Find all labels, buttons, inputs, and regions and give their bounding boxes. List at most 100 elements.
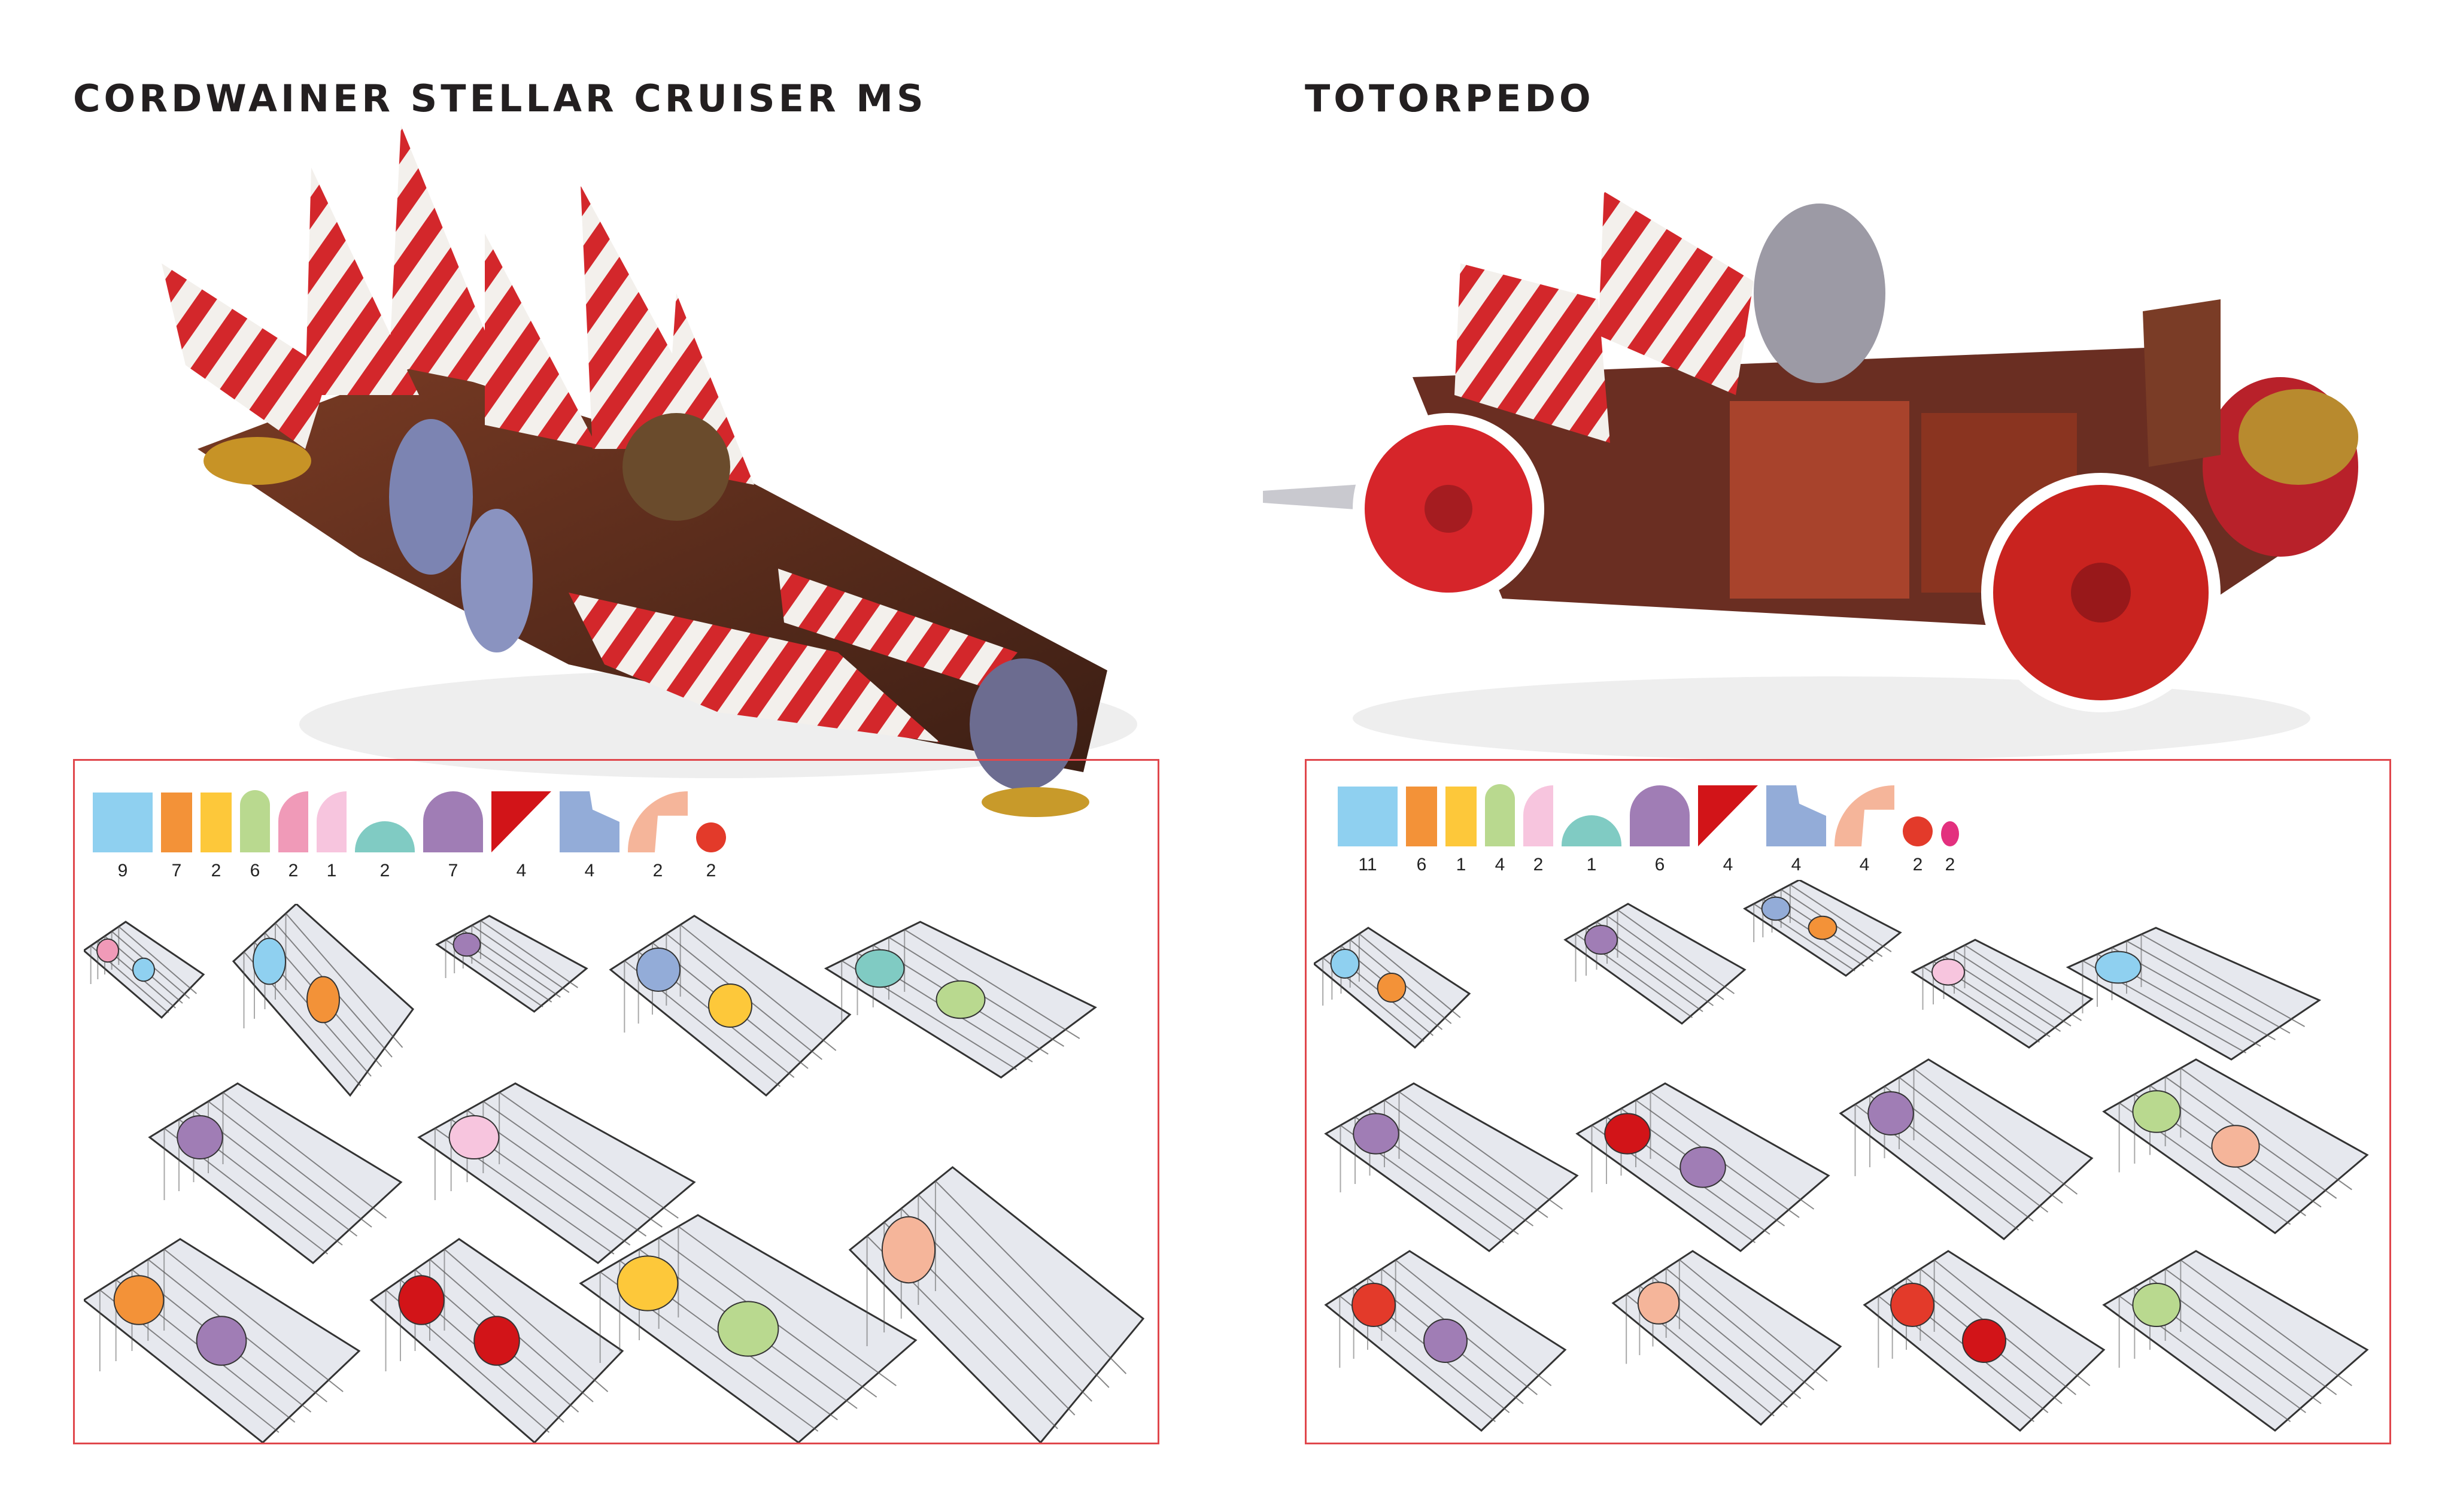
assembly-step-illustration: [84, 1238, 361, 1443]
assembly-step-illustration: [1863, 1250, 2106, 1432]
assembly-step-illustration: [848, 1166, 1145, 1443]
part-count: 7: [448, 861, 458, 881]
assembly-step-illustration: [148, 1082, 403, 1264]
part-count: 4: [584, 861, 595, 881]
part-count: 2: [1912, 855, 1923, 875]
part-count: 4: [516, 861, 527, 881]
model-title-totorpedo: TOTORPEDO: [1305, 77, 1595, 120]
assembly-step-illustration: [1839, 1058, 2094, 1240]
triangle-piece-icon: [1698, 785, 1758, 846]
dome-piece-icon: [1562, 815, 1621, 846]
part-notch: 4: [560, 791, 619, 881]
rect-piece-icon: [201, 793, 232, 852]
part-wide-rect: 9: [93, 793, 153, 881]
arch-piece-icon: [423, 791, 483, 852]
small-oval-piece-icon: [1941, 821, 1959, 846]
part-tall-arch: 4: [1485, 784, 1515, 875]
assembly-step-illustration: [1324, 1082, 1579, 1252]
totorpedo-instructions-panel: [1305, 759, 2391, 1444]
part-curve: 4: [1835, 785, 1894, 875]
part-oval: 2: [1903, 816, 1933, 875]
quarter-piece-icon: [317, 791, 347, 852]
arch-piece-icon: [1630, 785, 1690, 846]
wide-rect-piece-icon: [93, 793, 153, 852]
part-count: 4: [1791, 855, 1802, 875]
curve-piece-icon: [628, 791, 688, 852]
oval-piece-icon: [696, 822, 726, 852]
part-arch: 7: [423, 791, 483, 881]
assembly-step-illustration: [369, 1238, 624, 1443]
oval-piece-icon: [1903, 816, 1933, 846]
part-oval: 2: [696, 822, 726, 881]
triangle-piece-icon: [491, 791, 551, 852]
cruiser-instructions-panel: [73, 759, 1159, 1444]
assembly-step-illustration: [1743, 880, 1902, 977]
assembly-step-illustration: [1611, 1250, 1842, 1426]
totorpedo-assembly-steps: [1314, 880, 2369, 1432]
assembly-step-illustration: [2102, 1058, 2369, 1234]
notch-piece-icon: [1766, 785, 1826, 846]
part-count: 2: [1945, 855, 1955, 875]
wide-rect-piece-icon: [1338, 787, 1398, 846]
assembly-step-illustration: [1324, 1250, 1567, 1432]
part-wide-rect: 11: [1338, 787, 1398, 875]
totorpedo-model-photo: [1263, 192, 2358, 760]
assembly-step-illustration: [2066, 927, 2322, 1061]
part-count: 4: [1723, 855, 1733, 875]
part-count: 6: [1654, 855, 1665, 875]
part-rect: 2: [201, 793, 232, 881]
rect-piece-icon: [1406, 787, 1437, 846]
part-count: 4: [1495, 855, 1505, 875]
quarter-piece-icon: [278, 791, 308, 852]
part-count: 1: [1456, 855, 1466, 875]
dome-piece-icon: [355, 821, 415, 852]
curve-piece-icon: [1835, 785, 1894, 846]
assembly-step-illustration: [417, 1082, 696, 1264]
part-count: 1: [326, 861, 337, 881]
part-quarter: 1: [317, 791, 347, 881]
assembly-step-illustration: [579, 1214, 918, 1443]
rect-piece-icon: [1445, 787, 1477, 846]
part-quarter: 2: [1523, 785, 1553, 875]
assembly-step-illustration: [1314, 927, 1471, 1049]
part-triangle: 4: [1698, 785, 1758, 875]
part-count: 6: [1416, 855, 1427, 875]
model-title-cordwainer: CORDWAINER STELLAR CRUISER MS: [73, 77, 927, 120]
assembly-step-illustration: [2102, 1250, 2369, 1432]
notch-piece-icon: [560, 791, 619, 852]
assembly-step-illustration: [232, 904, 415, 1097]
part-count: 2: [652, 861, 663, 881]
part-rect: 6: [1406, 787, 1437, 875]
part-arch: 6: [1630, 785, 1690, 875]
part-count: 2: [211, 861, 221, 881]
assembly-step-illustration: [1911, 939, 2094, 1049]
part-count: 7: [171, 861, 182, 881]
tall-arch-piece-icon: [240, 790, 270, 852]
part-count: 9: [117, 861, 128, 881]
assembly-step-illustration: [84, 921, 205, 1019]
part-triangle: 4: [491, 791, 551, 881]
part-count: 1: [1586, 855, 1597, 875]
part-count: 2: [706, 861, 716, 881]
part-rect: 7: [161, 793, 192, 881]
part-quarter: 2: [278, 791, 308, 881]
part-count: 11: [1358, 855, 1377, 875]
part-dome: 2: [355, 821, 415, 881]
part-tall-arch: 6: [240, 790, 270, 881]
part-small-oval: 2: [1941, 821, 1959, 875]
part-notch: 4: [1766, 785, 1826, 875]
assembly-step-illustration: [1575, 1082, 1830, 1252]
part-count: 2: [288, 861, 299, 881]
assembly-step-illustration: [435, 915, 588, 1013]
part-count: 2: [1533, 855, 1544, 875]
part-count: 6: [250, 861, 260, 881]
assembly-step-illustration: [1563, 903, 1747, 1025]
part-curve: 2: [628, 791, 688, 881]
rect-piece-icon: [161, 793, 192, 852]
cruiser-assembly-steps: [84, 904, 1145, 1443]
part-rect: 1: [1445, 787, 1477, 875]
part-dome: 1: [1562, 815, 1621, 875]
assembly-step-illustration: [609, 915, 852, 1097]
quarter-piece-icon: [1523, 785, 1553, 846]
